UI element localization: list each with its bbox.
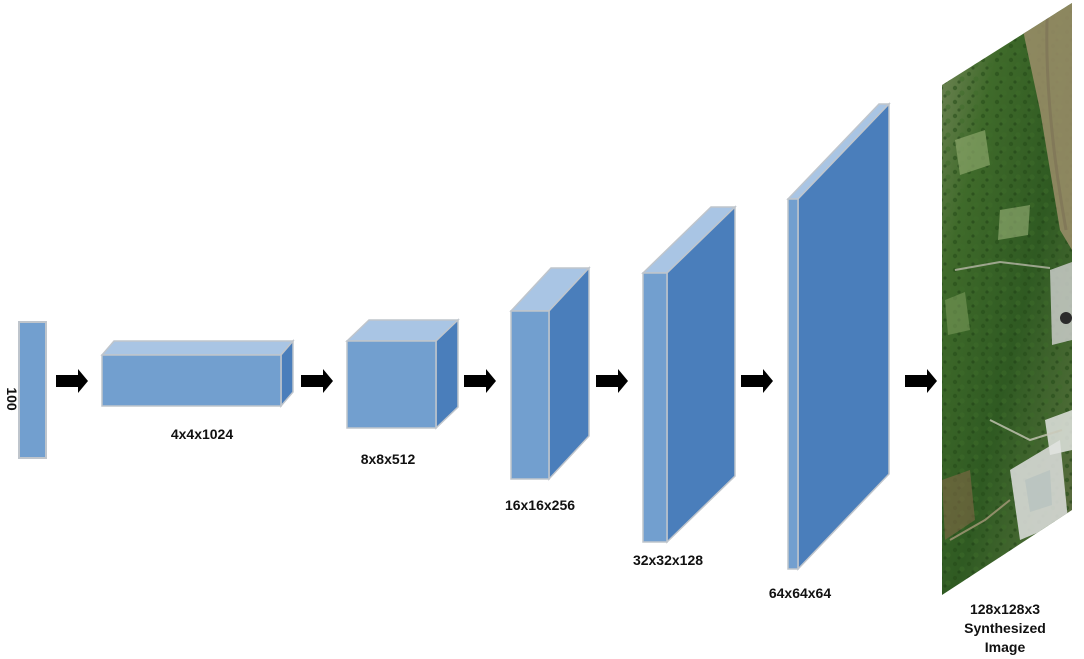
layer-block-conv2 (509, 266, 591, 481)
layer-block-conv4 (786, 102, 891, 571)
layer-label-conv2: 16x16x256 (504, 497, 576, 513)
layer-block-conv1 (345, 318, 460, 430)
block-front-face (101, 354, 282, 407)
layer-block-fc (100, 338, 295, 409)
arrow-icon (464, 369, 496, 393)
block-front-face (787, 198, 799, 570)
layer-label-conv1: 8x8x512 (360, 451, 416, 467)
input-vector (18, 321, 47, 459)
output-title-label: Synthesized (964, 620, 1046, 636)
arrow-icon (905, 369, 937, 393)
input-front (18, 321, 47, 459)
output-subtitle-label: Image (984, 639, 1026, 655)
block-front-face (346, 340, 437, 429)
arrow-icon (741, 369, 773, 393)
arrow-icon (596, 369, 628, 393)
arrow-icon (301, 369, 333, 393)
layer-label-conv3: 32x32x128 (632, 552, 704, 568)
layer-label-fc: 4x4x1024 (170, 426, 234, 442)
arrow-icon (56, 369, 88, 393)
output-label: 128x128x3 Synthesized Image (950, 600, 1060, 657)
input-vector-label: 100 (4, 387, 20, 411)
layer-label-conv4: 64x64x64 (768, 585, 832, 601)
block-front-face (510, 310, 550, 480)
block-front-face (642, 272, 668, 543)
block-top-face (100, 340, 295, 356)
output-dims-label: 128x128x3 (969, 601, 1041, 617)
synthesized-image (942, 3, 1072, 595)
layer-block-conv3 (641, 205, 737, 544)
flow-arrows (56, 369, 937, 393)
